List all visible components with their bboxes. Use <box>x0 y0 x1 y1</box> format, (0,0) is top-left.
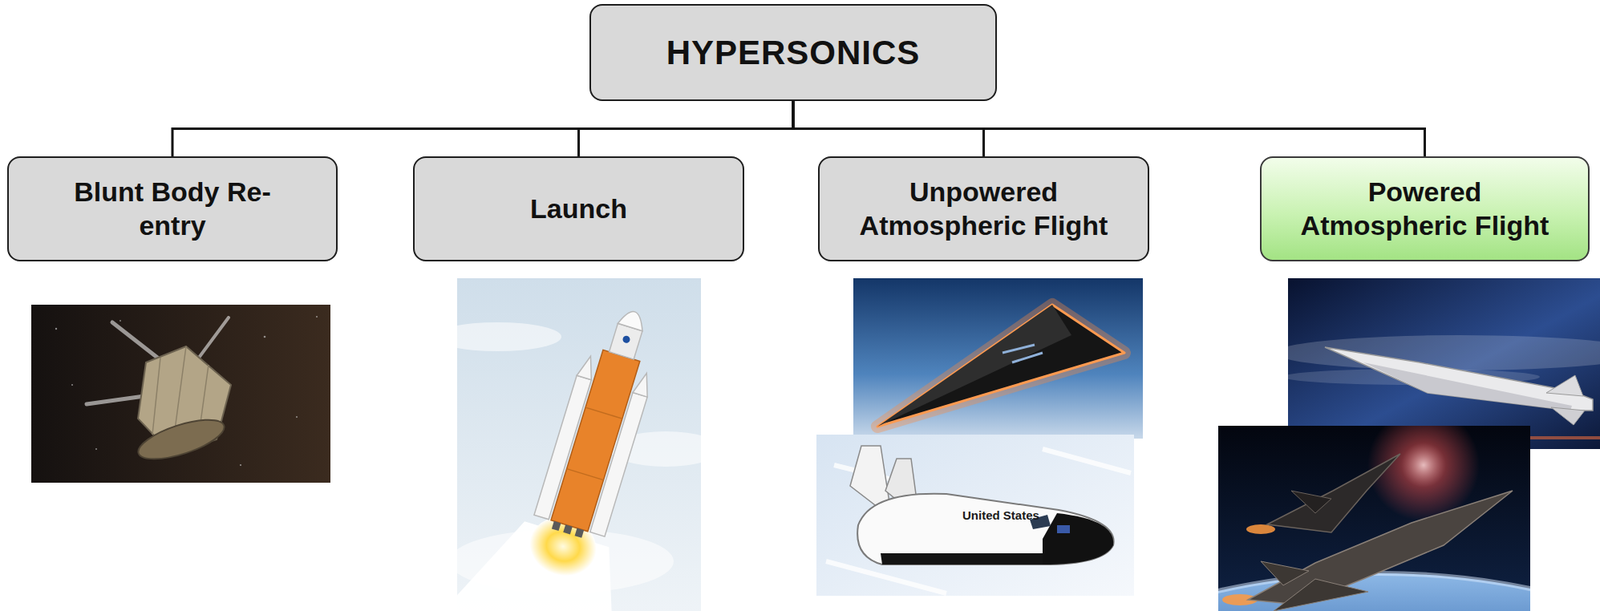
fin <box>1551 407 1585 426</box>
vehicle-marking: United States <box>962 509 1040 523</box>
logo <box>621 335 631 345</box>
thruster-plumes-part <box>198 317 229 358</box>
rocket-picture <box>457 278 701 611</box>
fin <box>1546 375 1584 397</box>
engine-bells-part <box>575 528 585 539</box>
glider-ridge <box>877 304 1072 427</box>
tree-connector <box>793 101 1426 157</box>
core-stage <box>550 349 640 531</box>
sky-ground <box>816 434 1135 596</box>
stars-part <box>95 448 98 450</box>
engine-bells <box>551 521 584 539</box>
flag <box>1057 525 1070 534</box>
air-streaks-part <box>826 561 947 594</box>
engine-bells-part <box>551 521 562 531</box>
aircraft <box>1267 453 1401 533</box>
tree-connector <box>579 101 794 157</box>
nose <box>1042 513 1114 565</box>
aircraft-tail <box>1260 561 1309 586</box>
category-box: Blunt Body Re-entry <box>7 156 338 262</box>
air-streaks-part <box>1042 449 1131 474</box>
core-bands <box>567 407 623 481</box>
aircraft <box>1247 490 1513 605</box>
glider-body <box>877 304 1125 427</box>
stars-part <box>263 336 267 339</box>
stars-part <box>295 416 298 418</box>
rocket <box>457 278 701 611</box>
hypersonic-aircraft-picture <box>1218 425 1531 611</box>
thruster-plumes-part <box>86 396 145 405</box>
capsule-picture <box>31 304 331 483</box>
fuselage <box>857 494 1114 565</box>
clouds <box>457 322 701 594</box>
stars-part <box>119 320 122 322</box>
heat-shield <box>133 412 229 468</box>
node-label: Unpowered Atmospheric Flight <box>855 175 1113 243</box>
sky-ground <box>853 278 1143 439</box>
node-label: HYPERSONICS <box>666 32 921 73</box>
aircraft-wing <box>1273 579 1369 611</box>
aircraft-tail <box>1291 490 1332 514</box>
belly <box>880 553 1043 565</box>
tree-connector <box>172 101 794 157</box>
category-box: Launch <box>413 156 745 262</box>
engine-flame <box>1246 524 1276 535</box>
stars-part <box>239 464 242 466</box>
root-box: HYPERSONICS <box>589 4 997 102</box>
glider-picture <box>853 278 1143 439</box>
stars-part <box>71 384 73 386</box>
stars-part <box>55 328 57 330</box>
clouds-part <box>457 322 562 352</box>
category-box: Unpowered Atmospheric Flight <box>818 156 1150 262</box>
thruster-plumes-part <box>112 322 164 363</box>
stars-part <box>315 315 318 318</box>
plasma-glow <box>877 304 1125 427</box>
node-label: Launch <box>530 192 628 226</box>
engine-bells-part <box>563 524 573 535</box>
space-ground <box>31 304 331 483</box>
node-label: Blunt Body Re-entry <box>44 175 301 243</box>
wing-mark <box>1002 344 1043 363</box>
node-label: Powered Atmospheric Flight <box>1296 175 1554 243</box>
vehicle-body <box>1324 347 1593 411</box>
nose-cone <box>617 307 647 331</box>
scramjet-picture <box>1288 278 1600 450</box>
lifting-body-picture <box>816 434 1135 596</box>
vehicle-underside <box>1363 362 1572 411</box>
highlighted-category-box: Powered Atmospheric Flight <box>1259 156 1590 262</box>
light-streak <box>1288 335 1600 371</box>
